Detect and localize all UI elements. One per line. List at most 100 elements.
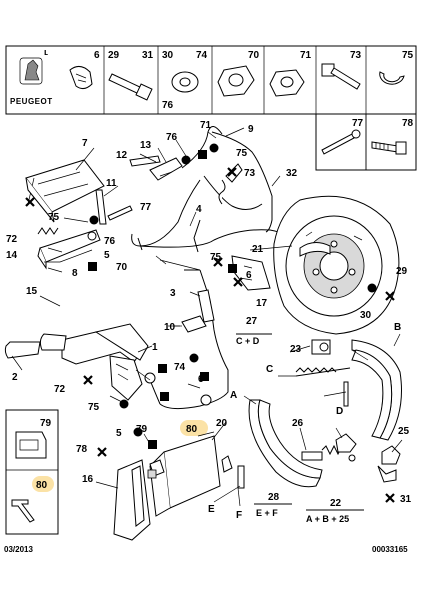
header-parts-grid: PEUGEOT ʟ 6 29 31 30 74 70 71 73 75 76 7… — [5, 45, 417, 171]
header-code-29: 29 — [108, 50, 120, 61]
symbol-markers — [25, 143, 395, 503]
brand-name: PEUGEOT — [10, 97, 53, 106]
callout-76-mid: 76 — [104, 236, 116, 247]
callout-76-top: 76 — [166, 132, 178, 143]
bleed-screw-23 — [311, 339, 331, 355]
header-code-71: 71 — [300, 50, 312, 61]
header-code-78: 78 — [402, 118, 414, 129]
callout-1: 1 — [152, 342, 158, 353]
adjuster-26 — [301, 451, 323, 461]
handbrake-lever-1 — [4, 323, 151, 401]
footer-date: 03/2013 — [4, 545, 33, 554]
header-code-77: 77 — [352, 118, 364, 129]
pin-D — [343, 381, 349, 407]
lever-plate-7 — [25, 159, 105, 213]
peugeot-logo: PEUGEOT — [10, 57, 53, 106]
callout-labels: 7 11 12 13 76 71 9 75 73 32 77 4 75 72 1… — [6, 120, 412, 524]
hand-brake-lever-assembly — [25, 155, 183, 273]
guide-20 — [163, 435, 221, 509]
sublabel-e-plus-f: E + F — [256, 508, 278, 518]
header-code-6: 6 — [94, 50, 100, 61]
wheel-cylinder-21 — [299, 242, 331, 257]
screw-78-sketch — [371, 141, 407, 155]
callout-77: 77 — [140, 202, 152, 213]
nut-70-sketch — [269, 69, 305, 97]
callout-B: B — [394, 322, 401, 333]
callout-3: 3 — [170, 288, 176, 299]
lower-parts — [113, 420, 245, 541]
callout-5-top: 5 — [104, 250, 110, 261]
callout-5-low: 5 — [116, 428, 122, 439]
header-code-73: 73 — [350, 50, 362, 61]
bolt-73-sketch — [321, 63, 361, 90]
footer-code: 00033165 — [372, 545, 408, 554]
callout-75-top: 75 — [236, 148, 248, 159]
backing-plate-32 — [273, 195, 400, 335]
callout-73: 73 — [244, 168, 256, 179]
grip-2 — [4, 341, 41, 359]
callout-80-highlight — [180, 420, 208, 436]
callout-22: 22 — [330, 498, 342, 509]
sublabel-c-plus-d: C + D — [236, 336, 260, 346]
callout-F: F — [236, 510, 242, 521]
callout-6-low: 6 — [198, 374, 204, 385]
side-panel-79-80 — [5, 409, 59, 535]
header-left-mark: ʟ — [44, 47, 48, 57]
callout-2: 2 — [12, 372, 18, 383]
callout-70: 70 — [116, 262, 128, 273]
callout-9: 9 — [248, 124, 254, 135]
callout-80-side-highlight — [32, 476, 54, 492]
header-code-76: 76 — [162, 100, 174, 111]
callout-20: 20 — [216, 418, 228, 429]
callout-11: 11 — [106, 178, 117, 189]
callout-74: 74 — [174, 362, 186, 373]
leader-lines — [11, 127, 403, 507]
callout-30: 30 — [360, 310, 372, 321]
callout-25: 25 — [398, 426, 410, 437]
callout-26: 26 — [292, 418, 304, 429]
header-code-75: 75 — [402, 50, 414, 61]
bolt-31-sketch — [108, 73, 153, 101]
callout-D: D — [336, 406, 343, 417]
callout-75-low: 75 — [88, 402, 100, 413]
callout-13: 13 — [140, 140, 152, 151]
callout-16: 16 — [82, 474, 94, 485]
callout-80-main: 80 — [186, 424, 198, 435]
callout-78: 78 — [76, 444, 88, 455]
callout-7: 7 — [82, 138, 88, 149]
link-12 — [129, 155, 161, 167]
callout-75-left: 75 — [48, 212, 60, 223]
callout-10: 10 — [164, 322, 176, 333]
callout-31: 31 — [400, 494, 412, 505]
callout-28: 28 — [268, 492, 280, 503]
washer-30-sketch — [171, 71, 199, 93]
callout-79-main: 79 — [136, 424, 148, 435]
header-code-74: 74 — [196, 50, 208, 61]
cable-link-77 — [107, 205, 133, 221]
callout-27: 27 — [246, 316, 258, 327]
callout-15: 15 — [26, 286, 38, 297]
callout-C: C — [266, 364, 273, 375]
header-code-30: 30 — [162, 50, 174, 61]
callout-29: 29 — [396, 266, 408, 277]
callout-75-mid: 75 — [210, 252, 222, 263]
callout-71: 71 — [200, 120, 212, 131]
callout-23: 23 — [290, 344, 302, 355]
pin-77-sketch — [321, 129, 361, 155]
header-code-31: 31 — [142, 50, 154, 61]
callout-8: 8 — [72, 268, 78, 279]
callout-6-mid: 6 — [246, 270, 252, 281]
callout-72-low: 72 — [54, 384, 66, 395]
nut-74-sketch — [217, 65, 255, 97]
callout-17: 17 — [256, 298, 268, 309]
rivet-80-sketch — [11, 499, 35, 523]
adjuster-lever-25 — [335, 433, 357, 453]
clip-6-sketch — [69, 66, 93, 90]
equaliser-13 — [149, 157, 183, 181]
pin-11 — [95, 189, 107, 225]
callout-4: 4 — [196, 204, 202, 215]
callout-79-side: 79 — [40, 418, 52, 429]
callout-A: A — [230, 390, 237, 401]
callout-E: E — [208, 504, 215, 515]
